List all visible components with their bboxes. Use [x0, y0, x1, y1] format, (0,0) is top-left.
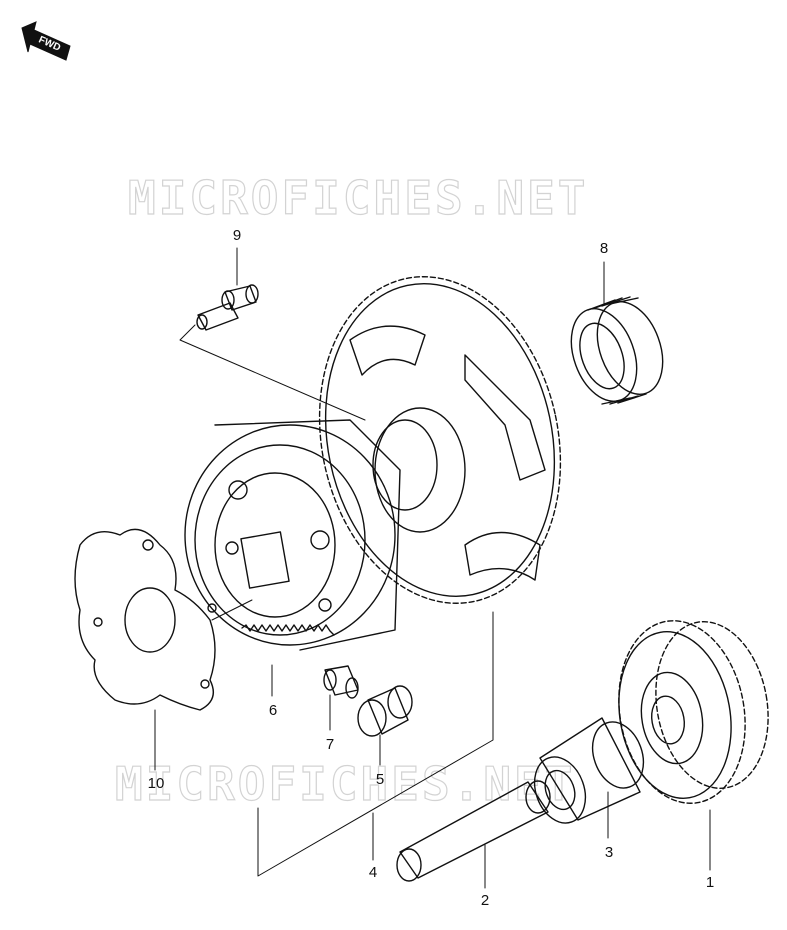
callout-10: 10 — [147, 775, 165, 792]
callout-6: 6 — [268, 702, 278, 719]
watermark-top: MICROFICHES.NET — [128, 171, 588, 225]
callout-8: 8 — [599, 240, 609, 257]
callout-5: 5 — [375, 771, 385, 788]
starter-driven-gear-part-4 — [318, 276, 562, 604]
needle-bearing-part-8 — [570, 296, 664, 405]
callout-2: 2 — [480, 892, 490, 909]
roller-part-5 — [357, 685, 413, 737]
callout-9: 9 — [232, 227, 242, 244]
callout-4: 4 — [368, 864, 378, 881]
bushing-part-3 — [533, 717, 645, 824]
callout-7: 7 — [325, 736, 335, 753]
bolt-part-9 — [196, 284, 259, 331]
leader-lines — [154, 247, 711, 889]
shaft-part-2 — [396, 780, 551, 882]
spring-part-6 — [241, 624, 335, 636]
fwd-arrow-icon: FWD — [21, 21, 71, 61]
pin-part-7 — [323, 665, 359, 699]
callout-3: 3 — [604, 844, 614, 861]
clutch-housing — [184, 419, 401, 651]
callout-1: 1 — [705, 874, 715, 891]
watermark-bottom: MICROFICHES.NET — [115, 757, 575, 811]
plate-part-10 — [74, 528, 217, 711]
idle-gear-part-1 — [618, 620, 769, 804]
